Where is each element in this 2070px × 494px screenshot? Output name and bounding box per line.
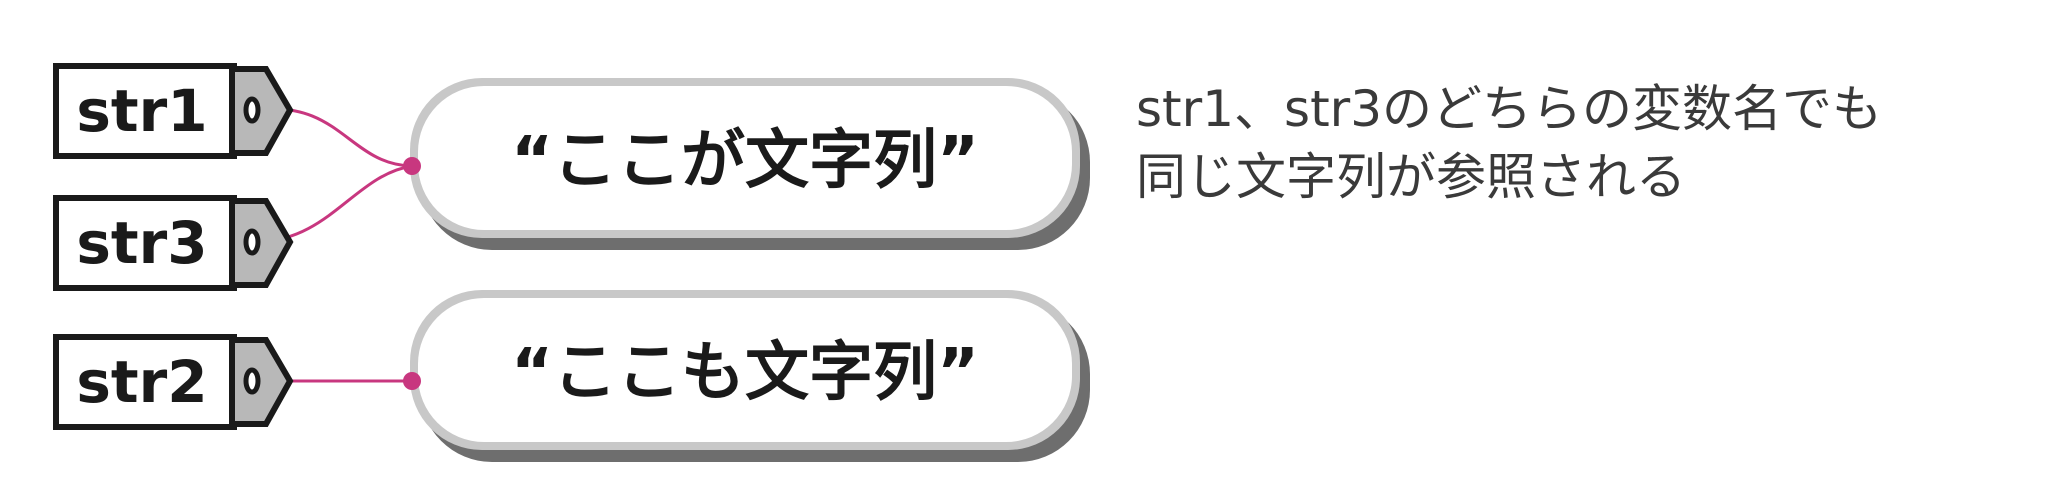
string-a-text: “ここが文字列” <box>511 124 979 198</box>
variable-tag-str1: str1 <box>53 63 294 159</box>
variable-label-str3: str3 <box>76 209 207 277</box>
string-b-text: “ここも文字列” <box>511 336 979 410</box>
variable-label-str1: str1 <box>76 77 207 145</box>
tag-hole-icon <box>243 367 261 395</box>
variable-label-str2: str2 <box>76 348 207 416</box>
variable-tag-str2: str2 <box>53 334 294 430</box>
note-line-1: str1、str3のどちらの変数名でも <box>1136 80 1882 138</box>
string-object-b: “ここも文字列” <box>410 290 1090 462</box>
connector-dot-b <box>403 372 421 390</box>
string-object-a: “ここが文字列” <box>410 78 1090 250</box>
connector-dot-a <box>403 157 421 175</box>
tag-hole-icon <box>243 228 261 256</box>
tag-hole-icon <box>243 96 261 124</box>
variable-tag-str3: str3 <box>53 195 294 291</box>
note-line-2: 同じ文字列が参照される <box>1136 148 1686 206</box>
